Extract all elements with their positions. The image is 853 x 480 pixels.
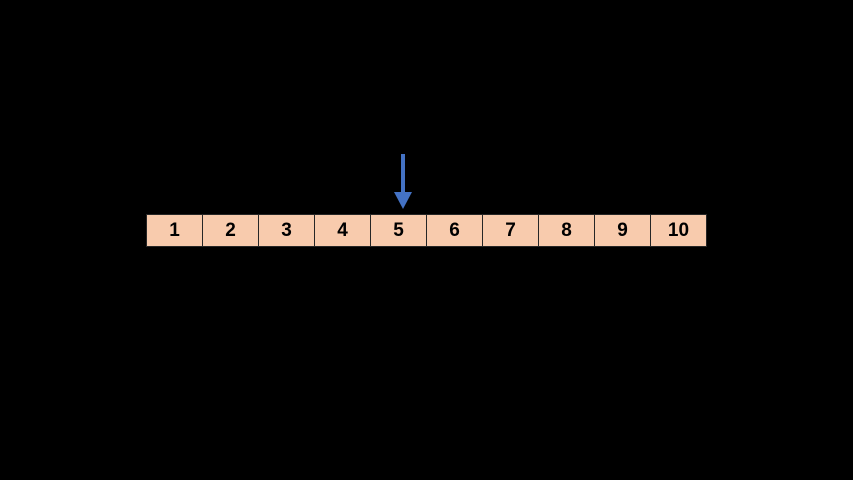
array-cell: 9 bbox=[594, 214, 651, 247]
array-cell: 5 bbox=[370, 214, 427, 247]
array-cell: 2 bbox=[202, 214, 259, 247]
array-cell: 7 bbox=[482, 214, 539, 247]
array-cell: 3 bbox=[258, 214, 315, 247]
array-cell: 10 bbox=[650, 214, 707, 247]
array-cell: 1 bbox=[146, 214, 203, 247]
down-arrow-icon bbox=[394, 154, 412, 209]
array-cell: 8 bbox=[538, 214, 595, 247]
array-cell: 4 bbox=[314, 214, 371, 247]
down-arrow-head bbox=[394, 192, 412, 209]
array-cell: 6 bbox=[426, 214, 483, 247]
